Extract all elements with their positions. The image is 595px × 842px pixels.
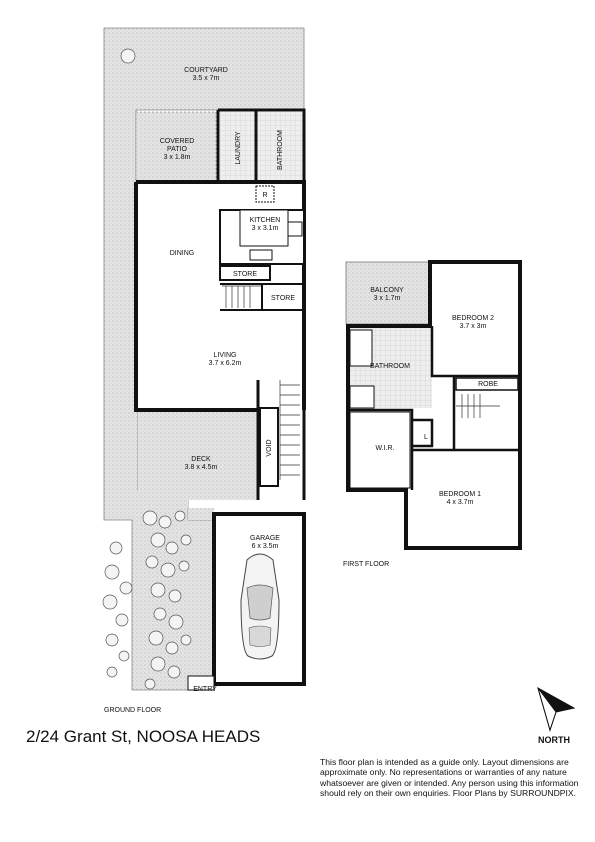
stair-walls <box>256 380 306 500</box>
balcony-name: BALCONY <box>370 287 404 294</box>
laundry-tiles <box>220 112 256 184</box>
void-label: VOID <box>266 439 273 456</box>
courtyard-name: COURTYARD <box>184 67 228 74</box>
courtyard-dims: 3.5 x 7m <box>193 75 220 82</box>
living-dims: 3.7 x 6.2m <box>209 360 242 367</box>
robe-outline <box>455 377 519 391</box>
deck-name: DECK <box>191 456 211 463</box>
kitchen-dims: 3 x 3.1m <box>252 225 279 232</box>
first-floor-label: FIRST FLOOR <box>343 561 389 568</box>
bedroom2-dims: 3.7 x 3m <box>460 323 487 330</box>
balcony-area <box>345 261 431 325</box>
ff-bathroom-label: BATHROOM <box>370 363 410 370</box>
first-floor-plan <box>345 260 522 550</box>
bedroom1-name: BEDROOM 1 <box>439 491 481 498</box>
balcony-dims: 3 x 1.7m <box>374 295 401 302</box>
laundry-label: LAUNDRY <box>235 131 242 165</box>
covered-patio-name-2: PATIO <box>167 146 188 153</box>
deck-area <box>138 410 258 520</box>
entry-path <box>187 675 215 691</box>
ground-floor-label: GROUND FLOOR <box>104 707 161 714</box>
ground-floor-plan <box>102 27 306 691</box>
garage-dims: 6 x 3.5m <box>252 543 279 550</box>
room-labels: COURTYARD 3.5 x 7m COVERED PATIO 3 x 1.8… <box>104 67 498 714</box>
entry-label: ENTRY <box>193 686 217 693</box>
kitchen-name: KITCHEN <box>250 217 281 224</box>
first-floor-walls <box>346 260 522 550</box>
store1-outline <box>219 265 271 281</box>
north-label: NORTH <box>538 735 570 745</box>
fridge-label: R <box>262 192 267 199</box>
ground-stairs <box>279 380 300 480</box>
garden-shrubs <box>102 48 192 690</box>
property-address: 2/24 Grant St, NOOSA HEADS <box>26 727 261 746</box>
fridge-space <box>255 185 275 203</box>
cooktop <box>287 221 303 237</box>
wir-label: W.I.R. <box>375 445 394 452</box>
living-name: LIVING <box>214 352 237 359</box>
bedroom2-name: BEDROOM 2 <box>452 315 494 322</box>
first-floor-stairs <box>456 394 500 418</box>
store2-label: STORE <box>271 295 295 302</box>
bathroom-label: BATHROOM <box>277 130 284 170</box>
void-outline <box>259 407 279 487</box>
north-arrow-icon: NORTH <box>537 686 576 745</box>
robe-label: ROBE <box>478 381 498 388</box>
bathroom-tiles <box>256 112 304 184</box>
car-drawing <box>240 553 280 660</box>
wir-outline <box>349 411 411 489</box>
sink <box>249 249 273 261</box>
first-floor-internal-walls <box>348 326 520 490</box>
dining-label: DINING <box>170 250 195 257</box>
kitchen-bench-inner <box>239 209 289 247</box>
deck-dims: 3.8 x 4.5m <box>185 464 218 471</box>
bath-tub <box>349 329 373 367</box>
wet-area-walls <box>216 108 306 184</box>
bedroom1-dims: 4 x 3.7m <box>447 499 474 506</box>
covered-patio-dims: 3 x 1.8m <box>164 154 191 161</box>
store1-label: STORE <box>233 271 257 278</box>
internal-stairs-under-store <box>222 285 262 308</box>
store2-walls <box>220 283 304 311</box>
disclaimer-text: This floor plan is intended as a guide o… <box>320 757 579 799</box>
covered-patio-name-1: COVERED <box>160 138 195 145</box>
linen-label: L <box>424 434 428 441</box>
shower <box>349 385 375 409</box>
garage-name: GARAGE <box>250 535 280 542</box>
